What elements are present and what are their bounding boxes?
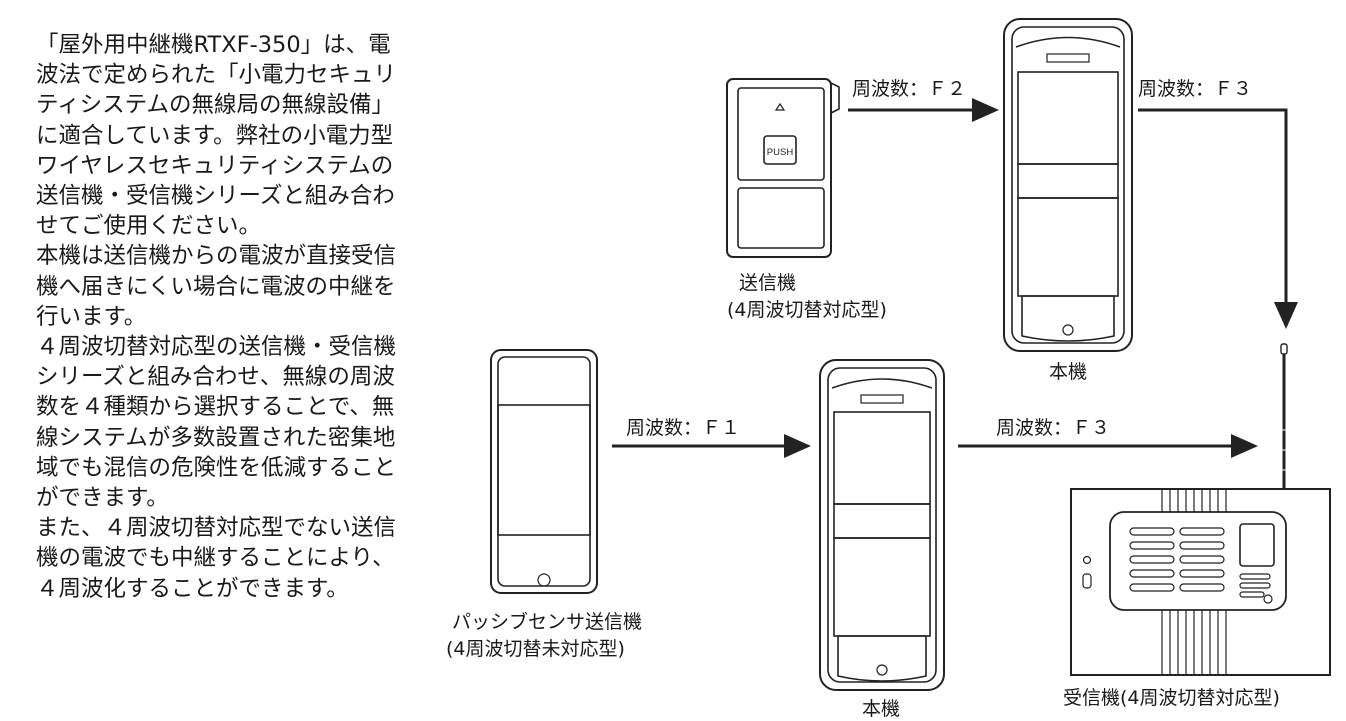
repeater-device-top xyxy=(1003,18,1133,352)
screw-icon xyxy=(537,573,551,587)
passive-sensor-device xyxy=(490,349,598,594)
repeater-bottom-name: 本機 xyxy=(862,698,901,720)
description-text: 「屋外用中継機RTXF-350」は、電波法で定められた「小電力セキュリティシステ… xyxy=(36,30,408,604)
screw-icon xyxy=(876,664,888,676)
transmitter-name: 送信機 xyxy=(739,272,797,294)
display-window xyxy=(1239,523,1275,567)
receiver-name: 受信機 xyxy=(1063,687,1121,709)
receiver-device xyxy=(1070,343,1331,676)
repeater-device-bottom xyxy=(819,359,945,691)
description-paragraph-4: また、４周波切替対応型でない送信機の電波でも中継することにより、４周波化すること… xyxy=(36,515,397,602)
switch-icon[interactable] xyxy=(1082,573,1092,589)
description-paragraph-3: ４周波切替対応型の送信機・受信機シリーズと組み合わせ、無線の周波数を４種類から選… xyxy=(36,334,397,512)
transmitter-type: (4周波切替対応型) xyxy=(727,299,887,321)
transmitter-device: PUSH xyxy=(726,78,840,258)
push-button-label: PUSH xyxy=(767,147,794,158)
passive-sensor-name: パッシブセンサ送信機 xyxy=(452,611,643,633)
triangle-up-icon xyxy=(774,102,786,111)
push-button[interactable] xyxy=(763,135,797,165)
frequency-label-f2: 周波数：Ｆ２ xyxy=(852,78,967,100)
frequency-label-f1: 周波数：Ｆ１ xyxy=(626,417,741,439)
frequency-label-f3-top: 周波数：Ｆ３ xyxy=(1138,78,1253,100)
screw-icon xyxy=(1062,324,1074,336)
arrow-f3-top xyxy=(1138,108,1298,329)
passive-sensor-type: (4周波切替未対応型) xyxy=(446,638,625,660)
led-indicator-icon xyxy=(1082,555,1092,565)
description-paragraph-2: 本機は送信機からの電波が直接受信機へ届きにくい場合に電波の中継を行います。 xyxy=(36,243,397,330)
description-paragraph-1: 「屋外用中継機RTXF-350」は、電波法で定められた「小電力セキュリティシステ… xyxy=(36,32,397,240)
repeater-top-name: 本機 xyxy=(1049,361,1088,383)
receiver-type: (4周波切替対応型) xyxy=(1120,687,1280,709)
receiver-label: 受信機(4周波切替対応型) xyxy=(1063,683,1280,710)
frequency-label-f3-bottom: 周波数：Ｆ３ xyxy=(996,417,1111,439)
